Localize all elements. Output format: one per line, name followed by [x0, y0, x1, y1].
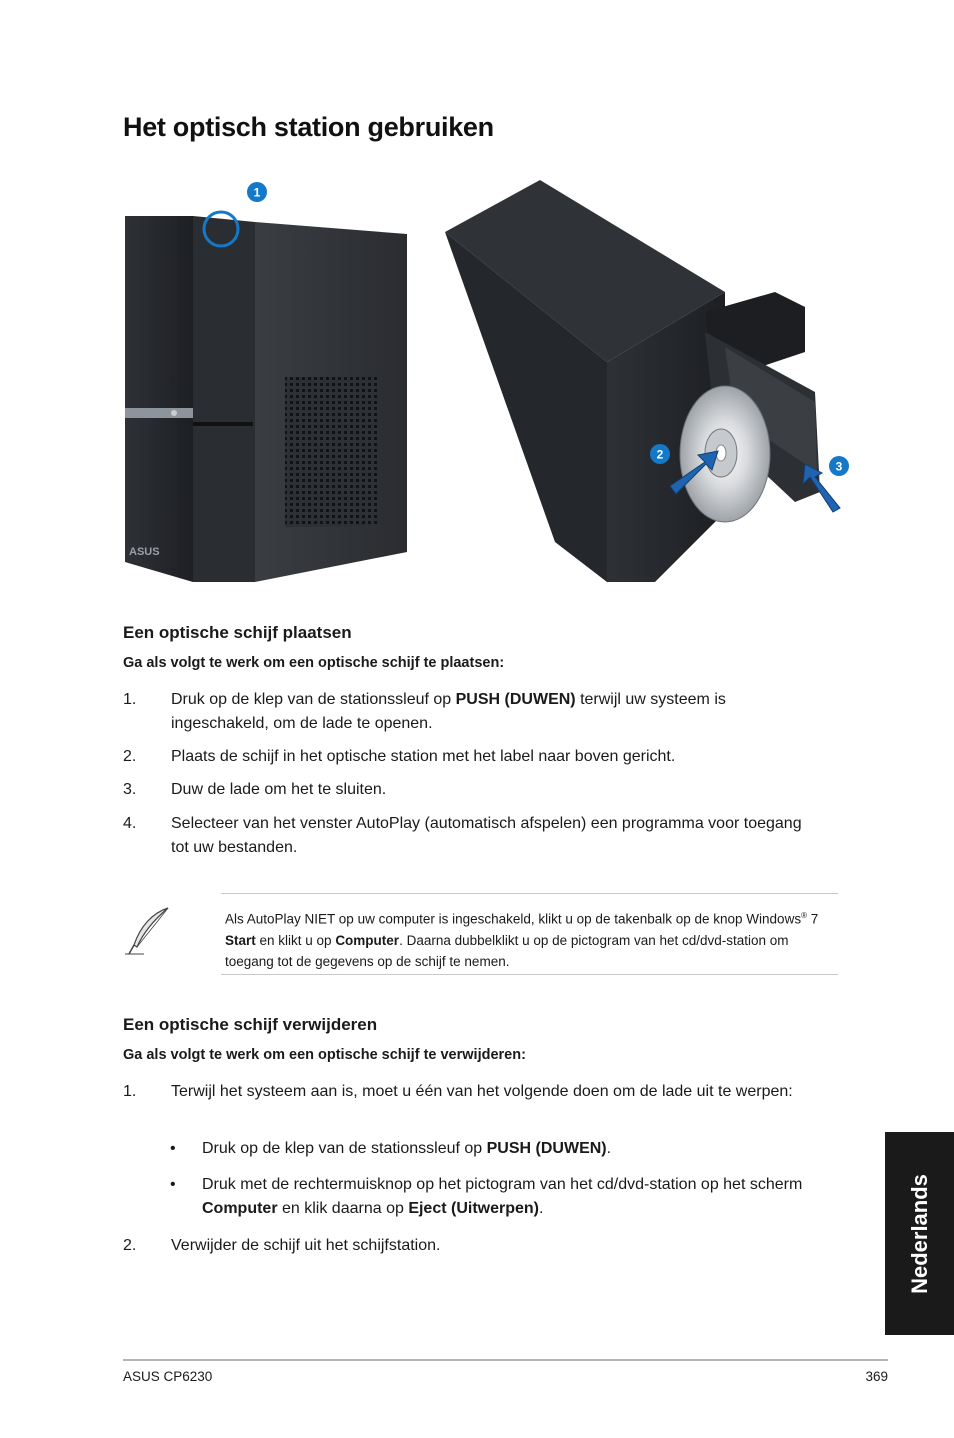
note-text: Als AutoPlay NIET op uw computer is inge…	[225, 911, 819, 969]
page-title: Het optisch station gebruiken	[123, 112, 494, 142]
bullet-text: Druk met de rechtermuisknop op het picto…	[202, 1176, 803, 1217]
section-intro-remove: Ga als volgt te werk om een optische sch…	[123, 1047, 526, 1063]
language-side-tab: Nederlands	[885, 1132, 954, 1335]
step-number: 2.	[123, 748, 137, 765]
footer-product-name: ASUS CP6230	[123, 1369, 213, 1384]
push-button-highlight	[202, 210, 240, 248]
step-text: Verwijder de schijf uit het schijfstatio…	[171, 1237, 441, 1254]
computer-front-view: ASUS	[125, 216, 407, 582]
step-text: Selecteer van het venster AutoPlay (auto…	[171, 815, 802, 856]
note-box: Als AutoPlay NIET op uw computer is inge…	[221, 893, 838, 975]
footer-divider	[123, 1359, 888, 1361]
step-number: 2.	[123, 1237, 137, 1254]
step-number: 3.	[123, 781, 137, 798]
svg-text:1: 1	[254, 186, 261, 200]
language-label: Nederlands	[906, 1173, 932, 1294]
step-number: 1.	[123, 691, 137, 708]
svg-text:3: 3	[836, 460, 843, 474]
step-text: Plaats de schijf in het optische station…	[171, 748, 676, 765]
section-heading-insert: Een optische schijf plaatsen	[123, 623, 352, 642]
step-text: Terwijl het systeem aan is, moet u één v…	[171, 1083, 793, 1100]
step-number: 1.	[123, 1083, 137, 1100]
step-text: Duw de lade om het te sluiten.	[171, 781, 387, 798]
callout-1: 1	[247, 182, 267, 202]
callout-3: 3	[829, 456, 849, 476]
bullet-mark: •	[170, 1176, 176, 1193]
step-number: 4.	[123, 815, 137, 832]
optical-disc	[679, 385, 771, 523]
step-text: Druk op de klep van de stationssleuf op …	[171, 691, 726, 732]
section-intro-insert: Ga als volgt te werk om een optische sch…	[123, 655, 505, 671]
bullet-text: Druk op de klep van de stationssleuf op …	[202, 1140, 612, 1157]
bullet-mark: •	[170, 1140, 176, 1157]
optical-drive-illustration: ASUS 1 2 3	[125, 180, 849, 582]
section-heading-remove: Een optische schijf verwijderen	[123, 1015, 378, 1034]
insert-arrow-icon	[669, 450, 719, 495]
page-number: 369	[865, 1369, 888, 1384]
callout-2: 2	[650, 444, 670, 464]
svg-text:2: 2	[657, 448, 664, 462]
note-feather-icon	[125, 907, 169, 955]
svg-text:ASUS: ASUS	[129, 546, 160, 558]
push-arrow-icon	[802, 463, 841, 513]
computer-angled-view	[445, 180, 820, 582]
